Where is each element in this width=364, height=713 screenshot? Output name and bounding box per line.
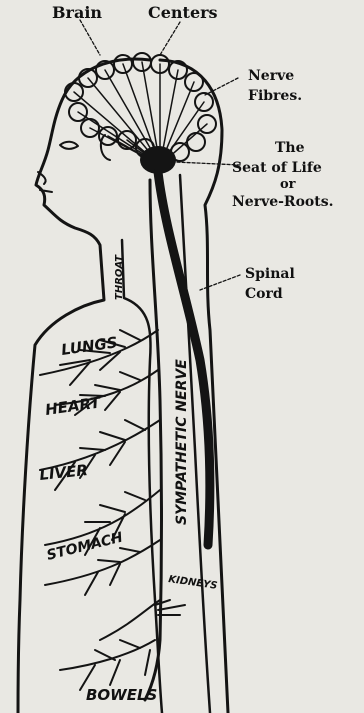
label-centers: Centers: [148, 3, 218, 22]
label-nerve-roots: Nerve-Roots.: [232, 194, 333, 210]
label-kidneys: KIDNEYS: [168, 574, 218, 592]
label-cord: Cord: [245, 286, 283, 302]
label-or: or: [280, 177, 296, 192]
label-heart: HEART: [44, 393, 103, 419]
label-throat: THROAT: [114, 254, 125, 300]
label-liver: LIVER: [39, 461, 89, 484]
label-the: The: [275, 140, 305, 156]
label-sympathetic-nerve: SYMPATHETIC NERVE: [174, 359, 190, 525]
sympathetic-trunk: [145, 180, 162, 700]
label-spinal: Spinal: [245, 266, 295, 282]
eye: [60, 142, 78, 149]
label-nerve: Nerve: [248, 68, 294, 84]
label-brain: Brain: [52, 3, 102, 22]
organ-branches: [40, 330, 185, 690]
label-fibres: Fibres.: [248, 88, 302, 104]
ear: [101, 135, 110, 160]
label-bowels: BOWELS: [86, 686, 157, 704]
label-seat-of-life: Seat of Life: [232, 160, 322, 176]
